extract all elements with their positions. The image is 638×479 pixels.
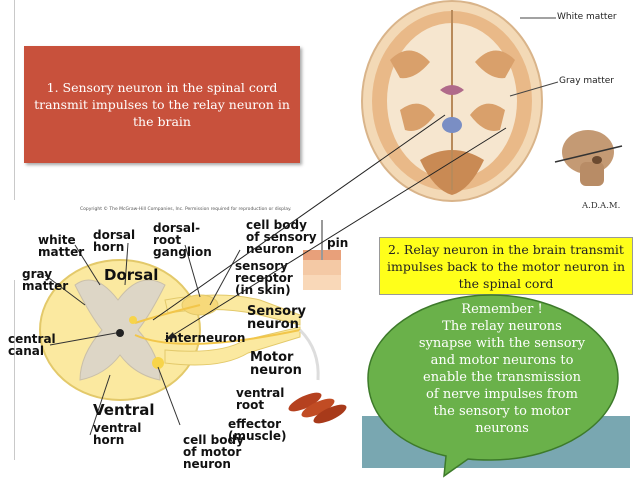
- slide-rule: [14, 280, 15, 460]
- label-sensory-receptor: sensory receptor (in skin): [235, 259, 293, 297]
- label-effector: effector (muscle): [228, 417, 287, 443]
- brain-label-gray-matter: Gray matter: [559, 76, 614, 86]
- callout-sensory-neuron: 1. Sensory neuron in the spinal cord tra…: [24, 46, 300, 163]
- label-ventral: Ventral: [93, 401, 155, 419]
- label-central-canal: central canal: [8, 332, 56, 358]
- label-sensory-neuron: Sensory neuron: [247, 304, 306, 332]
- adam-logo: A.D.A.M.: [582, 201, 621, 211]
- label-cell-body-sensory: cell body of sensory neuron: [246, 218, 317, 256]
- slide-rule: [14, 0, 15, 200]
- copyright-notice: Copyright © The McGraw-Hill Companies, I…: [80, 207, 292, 212]
- brain-section-illustration: [361, 0, 623, 202]
- label-dorsal: Dorsal: [104, 266, 159, 284]
- brain-label-white-matter: White matter: [557, 12, 617, 22]
- callout-relay-neuron: 2. Relay neuron in the brain transmit im…: [379, 237, 633, 295]
- bubble-title: Remember !: [461, 302, 543, 317]
- label-ventral-horn: ventral horn: [93, 421, 142, 447]
- label-interneuron: interneuron: [165, 331, 246, 345]
- label-dorsal-horn: dorsal horn: [93, 228, 136, 254]
- speech-bubble: [367, 294, 619, 478]
- label-ventral-root: ventral root: [236, 386, 285, 412]
- label-white-matter: white matter: [38, 233, 85, 259]
- muscle-icon: [288, 392, 347, 424]
- label-cell-body-motor: cell body of motor neuron: [183, 433, 244, 471]
- label-dorsal-root-ganglion: dorsal-root ganglion: [153, 221, 212, 259]
- label-gray-matter: gray matter: [22, 267, 69, 293]
- label-motor-neuron: Motor neuron: [250, 350, 302, 378]
- skull-icon: [554, 130, 623, 186]
- label-pin: pin: [327, 236, 349, 250]
- reflex-arc-diagram: [39, 220, 347, 436]
- bubble-text: The relay neurons synapse with the senso…: [418, 319, 586, 436]
